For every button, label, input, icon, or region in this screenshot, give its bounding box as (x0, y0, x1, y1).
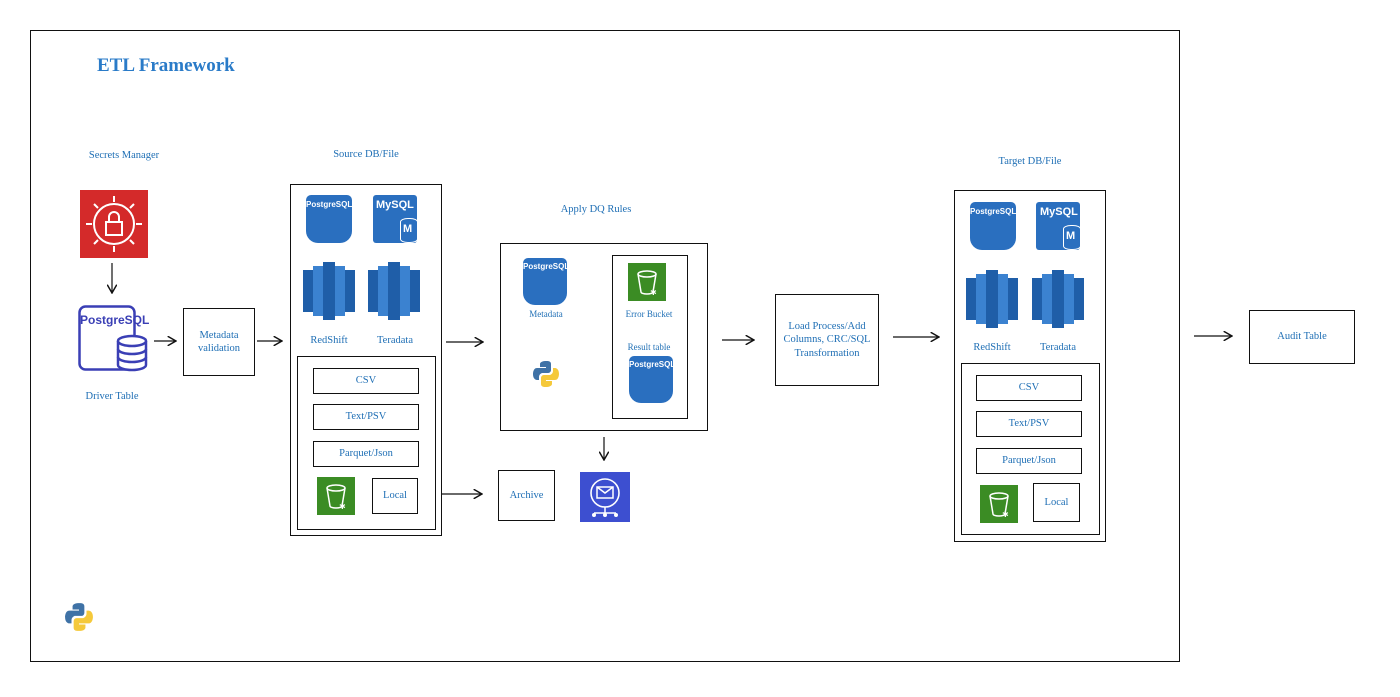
target-parquet-json-box: Parquet/Json (976, 448, 1082, 474)
source-text-psv-box: Text/PSV (313, 404, 419, 430)
archive-box: Archive (498, 470, 555, 521)
target-redshift-icon (966, 270, 1018, 328)
secrets-manager-label: Secrets Manager (88, 150, 160, 161)
source-s3-bucket-icon: ✱ (317, 477, 355, 515)
target-csv-box: CSV (976, 375, 1082, 401)
result-postgresql-text: PostgreSQL (629, 360, 676, 369)
driver-table-label: Driver Table (85, 391, 139, 402)
dq-postgresql-text: PostgreSQL (523, 262, 570, 271)
source-mysql-cylinder (400, 218, 418, 243)
target-s3-bucket-icon: ✱ (980, 485, 1018, 523)
source-local-box: Local (372, 478, 418, 514)
dq-rules-label: Apply DQ Rules (560, 204, 632, 215)
result-table-label: Result table (627, 342, 671, 352)
driver-table-pg-text: PostgreSQL (80, 313, 150, 327)
target-teradata-icon (1032, 270, 1084, 328)
audit-table-box: Audit Table (1249, 310, 1355, 364)
load-process-box: Load Process/Add Columns, CRC/SQL Transf… (775, 294, 879, 386)
target-redshift-label: RedShift (973, 342, 1011, 353)
svg-text:✱: ✱ (339, 502, 346, 511)
source-postgresql-icon (306, 195, 352, 243)
python-logo-icon (65, 603, 93, 631)
result-postgresql-icon (629, 356, 673, 403)
error-bucket-label: Error Bucket (625, 309, 673, 319)
source-redshift-label: RedShift (310, 335, 348, 346)
source-mysql-text: MySQL (376, 199, 414, 211)
metadata-validation-box: Metadata validation (183, 308, 255, 376)
source-parquet-json-box: Parquet/Json (313, 441, 419, 467)
driver-table-postgresql-icon (78, 305, 148, 372)
page-title: ETL Framework (97, 55, 235, 76)
source-db-label: Source DB/File (333, 149, 399, 160)
dq-metadata-label: Metadata (529, 309, 563, 319)
dq-python-icon (533, 361, 559, 387)
source-redshift-icon (303, 262, 355, 320)
svg-text:✱: ✱ (1002, 510, 1009, 519)
source-postgresql-text: PostgreSQL (306, 200, 353, 209)
sns-notification-icon (580, 472, 630, 522)
target-postgresql-text: PostgreSQL (970, 207, 1017, 216)
source-teradata-label: Teradata (377, 335, 413, 346)
source-mysql-letter: M (403, 223, 413, 235)
target-mysql-letter: M (1066, 230, 1076, 242)
target-postgresql-icon (970, 202, 1016, 250)
error-bucket-s3-icon: ✱ (628, 263, 666, 301)
secrets-manager-icon (80, 190, 148, 258)
target-db-label: Target DB/File (998, 156, 1062, 167)
dq-postgresql-icon (523, 258, 567, 305)
source-teradata-icon (368, 262, 420, 320)
target-text-psv-box: Text/PSV (976, 411, 1082, 437)
target-local-box: Local (1033, 483, 1080, 522)
target-mysql-text: MySQL (1040, 206, 1078, 218)
target-mysql-cylinder (1063, 225, 1081, 250)
target-teradata-label: Teradata (1040, 342, 1076, 353)
svg-text:✱: ✱ (650, 288, 657, 297)
source-csv-box: CSV (313, 368, 419, 394)
